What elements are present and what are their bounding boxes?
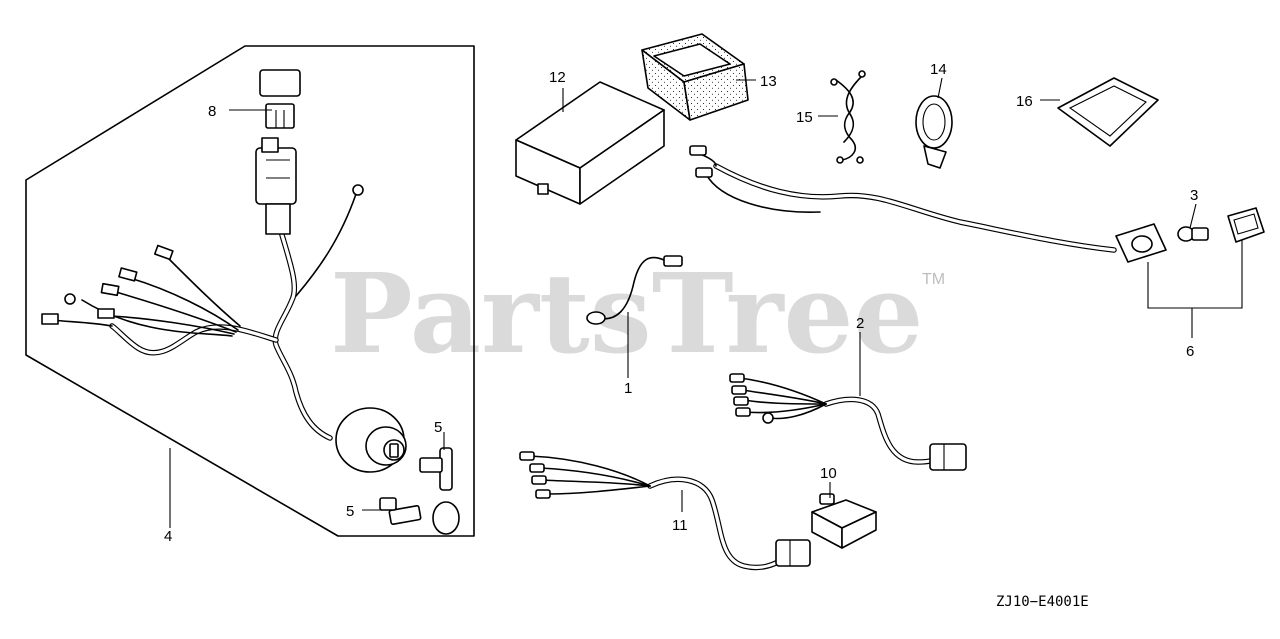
callout-10: 10 [820,465,837,482]
callout-14: 14 [930,61,947,78]
callout-5-lower: 5 [346,503,354,520]
wire-harness-icon[interactable] [729,373,967,471]
rectifier-icon[interactable] [811,493,877,549]
watermark-text: PartsTree [330,249,924,378]
callout-6: 6 [1186,343,1194,360]
lamp-lens-icon [1227,207,1265,243]
watermark-trademark: TM [922,271,945,288]
callout-8: 8 [208,103,216,120]
assembly-outline [25,45,475,537]
diagram-code: ZJ10−E4001E [996,594,1089,610]
gasket-icon[interactable] [1057,77,1159,147]
callout-15: 15 [796,109,813,126]
control-box-icon[interactable] [515,81,665,205]
callout-2: 2 [856,315,864,332]
band-clamp-icon[interactable] [915,95,953,169]
bulb-icon[interactable] [1177,226,1209,242]
callout-bracket [1147,240,1243,309]
key-ring-icon [432,501,460,535]
callout-12: 12 [549,69,566,86]
rubber-mount-icon[interactable] [641,33,749,121]
wire-harness-icon[interactable] [519,451,811,571]
callout-16: 16 [1016,93,1033,110]
callout-leaders [169,77,1197,528]
callout-3: 3 [1190,187,1198,204]
callout-4: 4 [164,528,172,545]
fuse-holder-cap-icon [259,69,301,97]
main-harness-assembly-icon[interactable] [25,45,475,537]
key-icon[interactable] [419,447,453,491]
callout-13: 13 [760,73,777,90]
indicator-lamp-assembly-icon[interactable] [689,145,1243,338]
fuse-icon[interactable] [265,103,295,129]
callout-1: 1 [624,380,632,397]
callout-11: 11 [672,517,688,534]
wire-clip-icon[interactable] [830,70,866,164]
ground-wire-icon[interactable] [586,255,683,325]
callout-5-upper: 5 [434,419,442,436]
key-icon[interactable] [379,497,422,525]
